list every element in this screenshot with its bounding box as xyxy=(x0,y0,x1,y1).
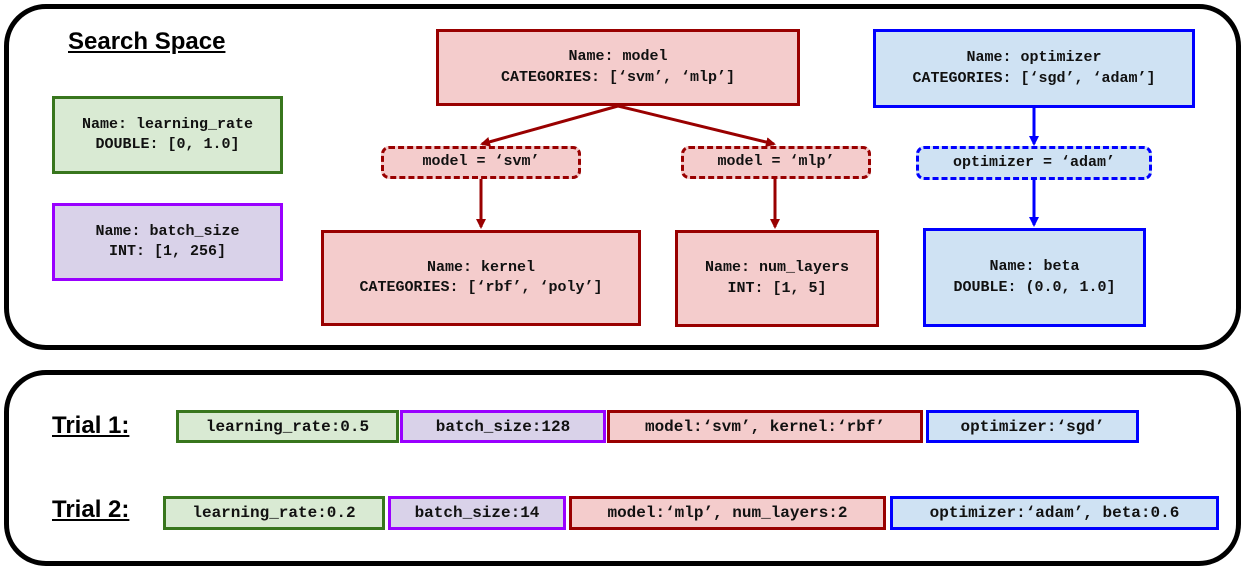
trial-1-label: Trial 1: xyxy=(52,412,130,439)
optimizer-name: Name: optimizer xyxy=(966,49,1102,67)
learning-rate-name: Name: learning_rate xyxy=(81,115,254,133)
optimizer-param-box: Name: optimizer CATEGORIES: [‘sgd’, ‘ada… xyxy=(873,29,1195,108)
trial-2-batch-size: batch_size:14 xyxy=(388,496,566,530)
trial-1-model: model:‘svm’, kernel:‘rbf’ xyxy=(607,410,923,443)
search-space-title: Search Space xyxy=(68,28,226,55)
beta-range: DOUBLE: (0.0, 1.0] xyxy=(953,278,1116,296)
model-categories: CATEGORIES: [‘svm’, ‘mlp’] xyxy=(500,68,736,86)
arrow-model-to-mlp xyxy=(617,104,776,147)
trial-1-batch-size: batch_size:128 xyxy=(400,410,606,443)
trial-2-learning-rate: learning_rate:0.2 xyxy=(163,496,385,530)
kernel-name: Name: kernel xyxy=(426,258,536,276)
condition-model-svm-label: model = ‘svm’ xyxy=(422,153,540,171)
condition-optimizer-adam: optimizer = ‘adam’ xyxy=(916,146,1152,180)
num-layers-param-box: Name: num_layers INT: [1, 5] xyxy=(675,230,879,327)
trial-2-label: Trial 2: xyxy=(52,496,130,523)
trial-2-optimizer: optimizer:‘adam’, beta:0.6 xyxy=(890,496,1219,530)
kernel-categories: CATEGORIES: [‘rbf’, ‘poly’] xyxy=(359,279,603,296)
arrow-model-to-svm xyxy=(480,104,619,147)
model-name: Name: model xyxy=(568,48,668,66)
optimizer-categories: CATEGORIES: [‘sgd’, ‘adam’] xyxy=(912,69,1156,87)
batch-size-range: INT: [1, 256] xyxy=(108,243,227,260)
trial-1-learning-rate: learning_rate:0.5 xyxy=(176,410,399,443)
beta-name: Name: beta xyxy=(989,258,1080,276)
num-layers-range: INT: [1, 5] xyxy=(727,279,827,297)
model-param-box: Name: model CATEGORIES: [‘svm’, ‘mlp’] xyxy=(436,29,800,106)
condition-model-mlp: model = ‘mlp’ xyxy=(681,146,871,179)
trial-2-model: model:‘mlp’, num_layers:2 xyxy=(569,496,886,530)
batch-size-param-box: Name: batch_size INT: [1, 256] xyxy=(52,203,283,281)
learning-rate-param-box: Name: learning_rate DOUBLE: [0, 1.0] xyxy=(52,96,283,174)
condition-model-svm: model = ‘svm’ xyxy=(381,146,581,179)
trials-panel xyxy=(4,370,1241,566)
num-layers-name: Name: num_layers xyxy=(704,259,850,277)
batch-size-name: Name: batch_size xyxy=(95,222,240,240)
condition-optimizer-adam-label: optimizer = ‘adam’ xyxy=(952,153,1116,171)
condition-model-mlp-label: model = ‘mlp’ xyxy=(717,153,835,171)
learning-rate-range: DOUBLE: [0, 1.0] xyxy=(95,136,240,153)
kernel-param-box: Name: kernel CATEGORIES: [‘rbf’, ‘poly’] xyxy=(321,230,641,326)
trial-1-optimizer: optimizer:‘sgd’ xyxy=(926,410,1139,443)
beta-param-box: Name: beta DOUBLE: (0.0, 1.0] xyxy=(923,228,1146,327)
